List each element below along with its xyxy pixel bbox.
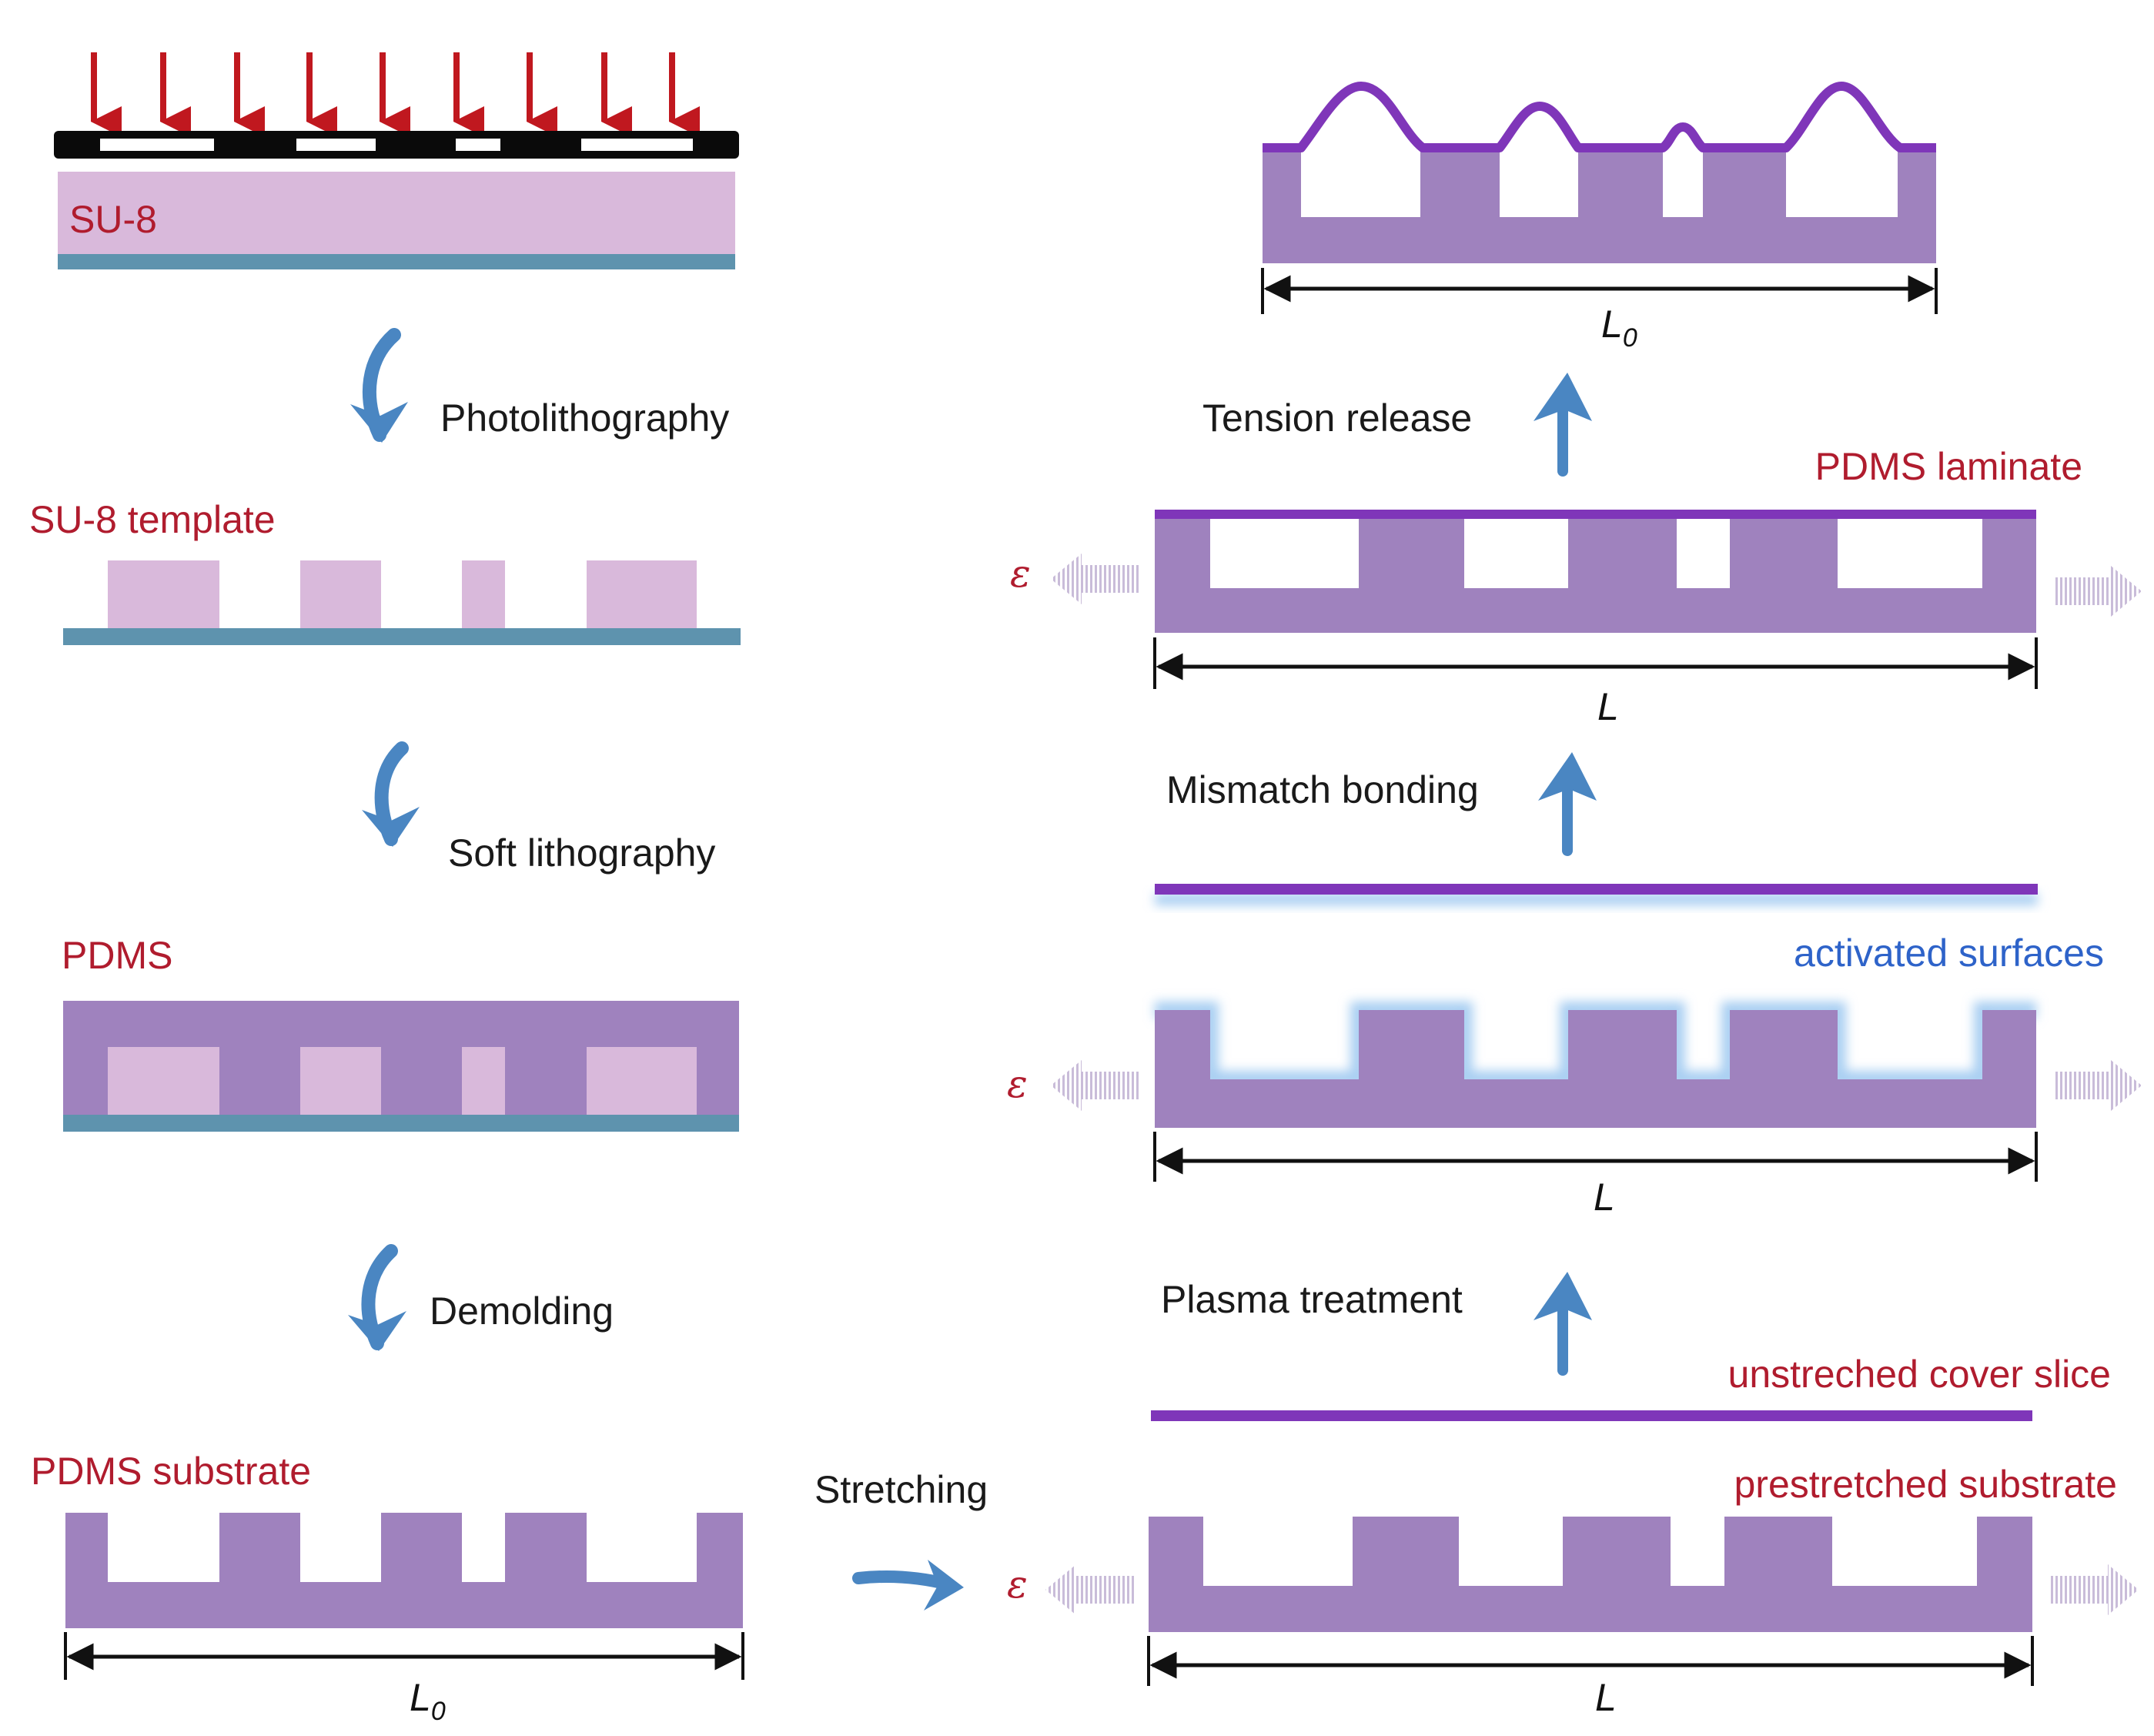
template-pillar (587, 560, 697, 628)
uv-exposure-arrows (91, 52, 700, 137)
laminate-channel (1464, 519, 1568, 588)
template-pillar (587, 1047, 697, 1115)
laminate-cover (1155, 510, 2036, 519)
step-plasma: Plasma treatment (1161, 1278, 1463, 1321)
laminate-channel (1677, 519, 1730, 588)
wrinkle-void (1500, 106, 1578, 148)
activated-surfaces-label: activated surfaces (1794, 932, 2104, 975)
stretch-pull-right (2049, 1564, 2139, 1615)
activated-cover-glow (1155, 893, 2038, 905)
glass-substrate (58, 254, 735, 269)
pdms-substrate-label: PDMS substrate (31, 1450, 311, 1493)
template-pillar (300, 560, 381, 628)
step-arrow-head (362, 807, 420, 847)
step-arrow-head (1538, 752, 1597, 801)
step-photolithography: Photolithography (440, 396, 729, 440)
laminate-channel (1838, 519, 1982, 588)
step-arrow-head (1534, 373, 1592, 421)
wrinkle-void (1786, 86, 1898, 148)
stretch-pull-left (1051, 554, 1141, 604)
step-soft-lithography: Soft lithography (448, 831, 715, 875)
step-arrow-head (350, 402, 408, 443)
length-label: L0 (1601, 303, 1637, 353)
su8-layer (58, 172, 735, 254)
activated-substrate (1155, 1010, 2036, 1128)
strain-symbol: ε (1007, 1062, 1028, 1106)
step-tension-release: Tension release (1202, 396, 1472, 440)
step-stretching: Stretching (814, 1468, 988, 1511)
template-pillar (300, 1047, 381, 1115)
final-substrate (1263, 148, 1936, 263)
step-arrow-head (348, 1311, 406, 1351)
length-label: L (1597, 685, 1619, 728)
stretch-pull-right (2054, 566, 2142, 617)
cover-slice-label: unstreched cover slice (1728, 1353, 2111, 1396)
stretch-pull-left (1051, 1060, 1141, 1111)
length-label: L0 (410, 1676, 446, 1726)
step-bonding: Mismatch bonding (1166, 768, 1479, 811)
su8-template-label: SU-8 template (29, 498, 276, 541)
pdms-label: PDMS (62, 934, 172, 977)
activated-cover-slice (1155, 884, 2038, 895)
stretch-pull-left (1045, 1564, 1136, 1615)
length-label: L (1594, 1176, 1615, 1219)
glass-substrate (63, 1115, 739, 1132)
wrinkled-cover (1263, 82, 1936, 152)
template-pillar (108, 1047, 219, 1115)
template-pillar (108, 560, 219, 628)
pdms-substrate (65, 1513, 743, 1628)
wrinkle-void (1301, 86, 1420, 148)
step-demolding: Demolding (430, 1289, 614, 1333)
laminate-channel (1210, 519, 1359, 588)
template-pillar (462, 1047, 505, 1115)
cover-slice (1151, 1410, 2032, 1421)
stretch-arrow-head (924, 1560, 964, 1611)
strain-symbol: ε (1010, 551, 1031, 596)
photomask (54, 131, 739, 159)
template-pillar (462, 560, 505, 628)
prestretched-substrate (1149, 1517, 2032, 1632)
prestretched-label: prestretched substrate (1734, 1463, 2118, 1506)
stretch-pull-right (2054, 1060, 2142, 1111)
step-arrow-head (1534, 1272, 1592, 1320)
strain-symbol: ε (1007, 1562, 1028, 1607)
pdms-laminate-label: PDMS laminate (1815, 445, 2082, 488)
su8-label: SU-8 (69, 198, 157, 241)
length-label: L (1595, 1676, 1617, 1719)
glass-substrate (63, 628, 741, 645)
